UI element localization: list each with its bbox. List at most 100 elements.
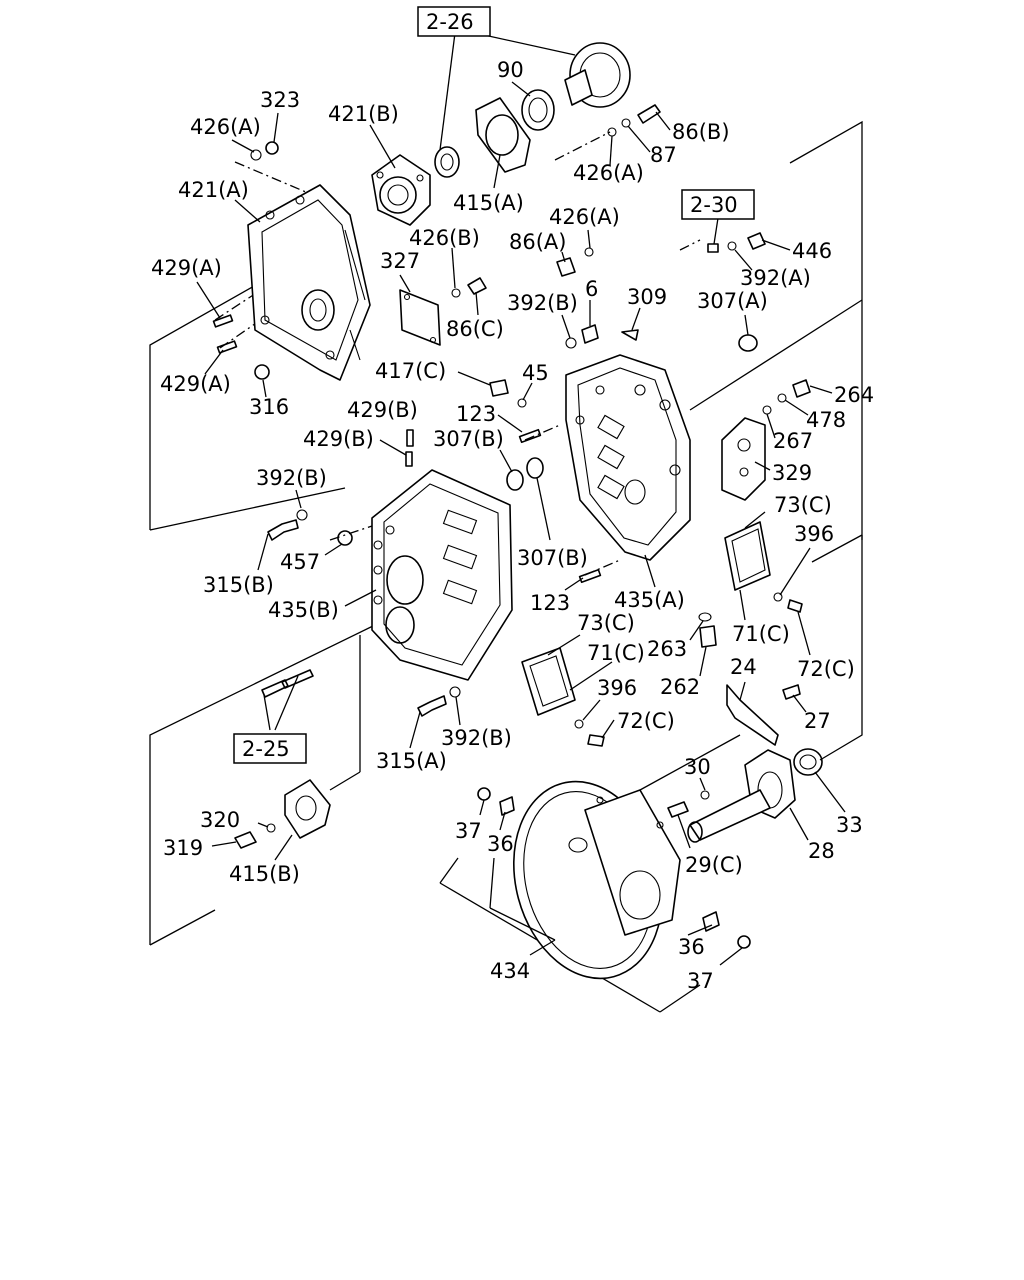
callout-429a-1: 429(A) xyxy=(151,256,222,280)
bolt-29c xyxy=(667,790,710,818)
bolt-86c xyxy=(451,277,487,298)
callout-329: 329 xyxy=(772,461,812,485)
callout-426a-top: 426(A) xyxy=(190,115,261,139)
reference-box-2-25[interactable]: 2-25 xyxy=(233,733,307,764)
callout-320: 320 xyxy=(200,808,240,832)
callout-123-top: 123 xyxy=(456,402,496,426)
cover-71c-right xyxy=(724,521,803,613)
callout-307a: 307(A) xyxy=(697,289,768,313)
callout-392a: 392(A) xyxy=(740,266,811,290)
extension-28 xyxy=(687,749,796,843)
callout-415b: 415(B) xyxy=(229,862,300,886)
bolt-315b xyxy=(267,509,353,546)
callout-24: 24 xyxy=(730,655,757,679)
callout-27: 27 xyxy=(804,709,831,733)
callout-429b-2: 429(B) xyxy=(303,427,374,451)
bushings-307b xyxy=(506,457,544,491)
callout-307b-bottom: 307(B) xyxy=(517,546,588,570)
callout-417c: 417(C) xyxy=(375,359,446,383)
reference-box-2-26[interactable]: 2-26 xyxy=(417,6,491,37)
callout-36-right: 36 xyxy=(678,935,705,959)
callout-72c-mid: 72(C) xyxy=(617,709,675,733)
callout-36-left: 36 xyxy=(487,832,514,856)
bellhousing-434 xyxy=(512,780,681,980)
callout-45: 45 xyxy=(522,361,549,385)
callout-396-right: 396 xyxy=(794,522,834,546)
callout-37-right: 37 xyxy=(687,969,714,993)
callout-86c: 86(C) xyxy=(446,317,504,341)
callout-87: 87 xyxy=(650,143,677,167)
callout-307b-top: 307(B) xyxy=(433,427,504,451)
flange-415b xyxy=(234,779,331,849)
plate-327 xyxy=(399,289,441,346)
flange-415a xyxy=(475,97,531,173)
callout-71c-mid: 71(C) xyxy=(587,641,645,665)
callout-6: 6 xyxy=(585,277,598,301)
group-boundary-lines xyxy=(149,120,863,1013)
callout-415a: 415(A) xyxy=(453,191,524,215)
callout-86b: 86(B) xyxy=(672,120,730,144)
fitting-417c xyxy=(489,379,527,408)
callout-421a: 421(A) xyxy=(178,178,249,202)
leader-lines xyxy=(196,32,846,966)
ref-2-26-text: 2-26 xyxy=(426,10,474,34)
ref-2-25-text: 2-25 xyxy=(242,737,290,761)
callout-33: 33 xyxy=(836,813,863,837)
callout-435b: 435(B) xyxy=(268,598,339,622)
cover-71c-mid xyxy=(521,647,605,747)
studs-2-25 xyxy=(261,669,314,698)
callout-267: 267 xyxy=(773,429,813,453)
callout-421b: 421(B) xyxy=(328,102,399,126)
callout-37-left: 37 xyxy=(455,819,482,843)
seal-small xyxy=(434,146,460,178)
callout-426a-mid: 426(A) xyxy=(573,161,644,185)
bolt-86a xyxy=(556,247,594,277)
callout-457: 457 xyxy=(280,550,320,574)
callout-392b-top: 392(B) xyxy=(507,291,578,315)
callout-446: 446 xyxy=(792,239,832,263)
callout-429a-2: 429(A) xyxy=(160,372,231,396)
plug-446 xyxy=(707,232,766,253)
plug-316 xyxy=(254,364,270,380)
callout-392b-left: 392(B) xyxy=(256,466,327,490)
bolt-86b xyxy=(607,104,661,137)
callout-426a-right: 426(A) xyxy=(549,205,620,229)
callout-316: 316 xyxy=(249,395,289,419)
hardware-top-middle xyxy=(565,324,758,352)
hardware-264 xyxy=(762,379,811,415)
callout-426b: 426(B) xyxy=(409,226,480,250)
reference-box-2-30[interactable]: 2-30 xyxy=(681,189,755,220)
callout-71c-right: 71(C) xyxy=(732,622,790,646)
callout-29c: 29(C) xyxy=(685,853,743,877)
callout-264: 264 xyxy=(834,383,874,407)
companion-flange xyxy=(564,42,631,108)
callout-478: 478 xyxy=(806,408,846,432)
seal-90 xyxy=(521,89,555,131)
callout-86a: 86(A) xyxy=(509,230,566,254)
housing-435a xyxy=(565,354,691,561)
dowels-429b xyxy=(405,429,414,467)
callout-263: 263 xyxy=(647,637,687,661)
callout-73c-mid: 73(C) xyxy=(577,611,635,635)
callout-396-mid: 396 xyxy=(597,676,637,700)
callout-435a: 435(A) xyxy=(614,588,685,612)
housing-421b xyxy=(371,154,431,226)
plug-262 xyxy=(698,612,717,648)
callout-309: 309 xyxy=(627,285,667,309)
callout-72c-right: 72(C) xyxy=(797,657,855,681)
cover-329 xyxy=(721,417,766,501)
callout-labels: 323 426(A) 421(B) 90 86(B) 87 426(A) 415… xyxy=(151,58,874,993)
ref-2-30-text: 2-30 xyxy=(690,193,738,217)
callout-123-bottom: 123 xyxy=(530,591,570,615)
callout-429b-1: 429(B) xyxy=(347,398,418,422)
callout-327: 327 xyxy=(380,249,420,273)
callout-73c-right: 73(C) xyxy=(774,493,832,517)
callout-262: 262 xyxy=(660,675,700,699)
dowels-429a xyxy=(212,314,238,354)
callout-323: 323 xyxy=(260,88,300,112)
callout-30: 30 xyxy=(684,755,711,779)
cover-421a xyxy=(247,184,371,381)
housing-435b xyxy=(371,469,513,681)
callout-434: 434 xyxy=(490,959,530,983)
